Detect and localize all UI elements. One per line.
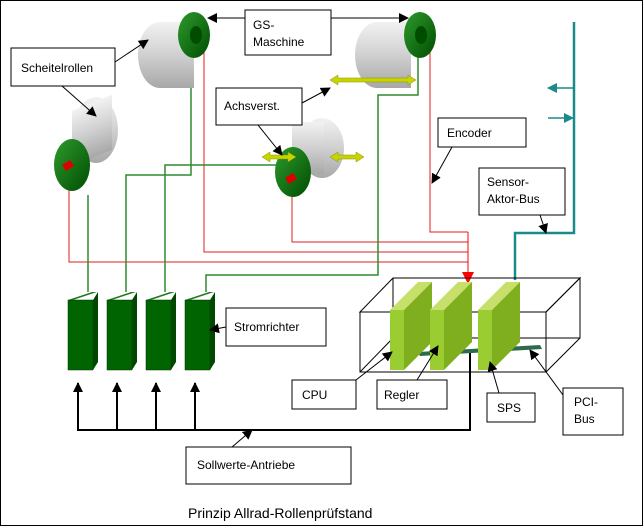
sps-text: SPS bbox=[497, 401, 521, 415]
cpu-text: CPU bbox=[302, 388, 327, 402]
regler-card bbox=[430, 282, 472, 370]
diagram-caption: Prinzip Allrad-Rollenprüfstand bbox=[188, 505, 372, 521]
gs-maschine-roller-1 bbox=[138, 12, 210, 88]
converter-4 bbox=[184, 292, 215, 371]
sensor-bus-text-line1: Sensor- bbox=[487, 175, 529, 189]
callout-leaders bbox=[61, 13, 564, 448]
label-pci-bus: PCI- Bus bbox=[562, 387, 624, 436]
achsverst-arrows bbox=[261, 74, 417, 163]
label-gs-maschine: GS- Maschine bbox=[244, 9, 332, 56]
converter-2 bbox=[106, 292, 137, 371]
converter-3 bbox=[145, 292, 176, 371]
encoder-text: Encoder bbox=[447, 126, 492, 140]
sensor-aktor-bus bbox=[513, 22, 576, 280]
pci-bus-text-line2: Bus bbox=[574, 412, 595, 426]
label-stromrichter: Stromrichter bbox=[225, 307, 327, 347]
cpu-card bbox=[390, 282, 432, 370]
label-sollwerte-antriebe: Sollwerte-Antriebe bbox=[185, 446, 352, 485]
regler-text: Regler bbox=[384, 388, 419, 402]
stromrichter-text: Stromrichter bbox=[234, 320, 299, 334]
sollwerte-bus bbox=[73, 352, 471, 431]
scheitelrolle-roller bbox=[54, 94, 118, 191]
stromrichter-blocks bbox=[67, 292, 215, 371]
label-achsverst: Achsverst. bbox=[215, 87, 303, 126]
gs-maschine-text-line2: Maschine bbox=[253, 35, 305, 49]
label-encoder: Encoder bbox=[437, 117, 527, 148]
gs-maschine-roller-2 bbox=[355, 12, 436, 88]
sollwerte-text: Sollwerte-Antriebe bbox=[197, 458, 295, 472]
achsverst-text: Achsverst. bbox=[224, 99, 280, 113]
label-regler: Regler bbox=[376, 379, 448, 410]
sensor-bus-text-line2: Aktor-Bus bbox=[487, 192, 540, 206]
label-sps: SPS bbox=[486, 392, 536, 423]
gs-maschine-text-line1: GS- bbox=[253, 18, 274, 32]
label-sensor-aktor-bus: Sensor- Aktor-Bus bbox=[478, 167, 566, 216]
achsverst-roller bbox=[275, 118, 344, 197]
label-scheitelrollen: Scheitelrollen bbox=[10, 47, 116, 87]
sps-card bbox=[478, 282, 520, 370]
converter-1 bbox=[67, 292, 98, 371]
label-cpu: CPU bbox=[291, 379, 357, 410]
pci-bus-text-line1: PCI- bbox=[574, 395, 598, 409]
scheitelrollen-text: Scheitelrollen bbox=[21, 61, 93, 75]
